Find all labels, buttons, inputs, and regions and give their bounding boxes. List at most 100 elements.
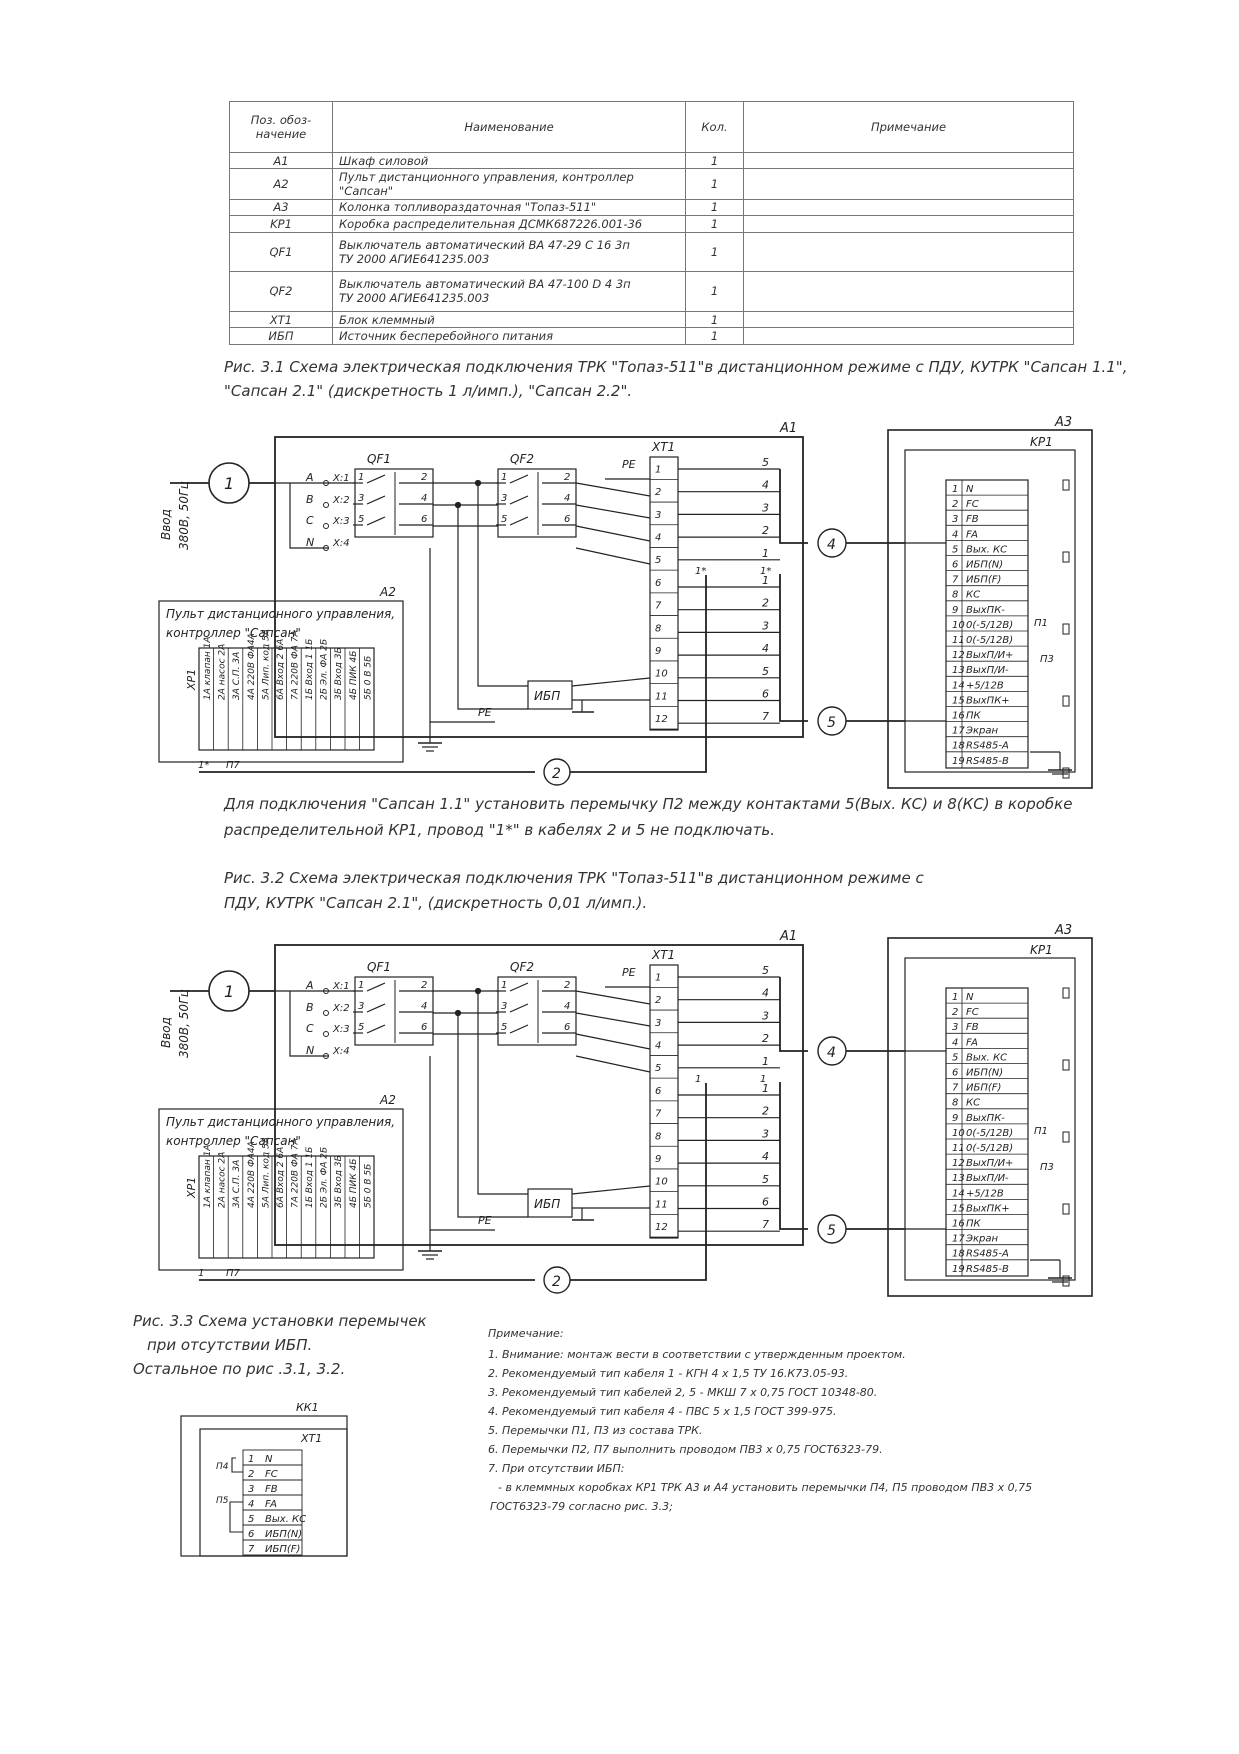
a1-label: A1 [779, 929, 797, 944]
xp1-pin-label: 4Б ПИК 4Б [349, 651, 359, 700]
qf1-pin: 3 [358, 1001, 364, 1012]
wire [779, 977, 808, 1052]
qf1-pin: 4 [421, 1001, 427, 1012]
kp1-terminal-signal: FB [966, 514, 979, 525]
spec-pos: KP1 [229, 215, 333, 233]
star-wire-label: 1* [695, 566, 706, 577]
xp1-pin-label: 4A 220В ФА4A [247, 1141, 257, 1208]
xt1-terminal-number: 6 [655, 1086, 661, 1097]
kp1-terminal-number: 11 [952, 635, 965, 646]
spec-pos: A2 [229, 168, 333, 200]
xt1-terminal-number: 1 [655, 972, 661, 983]
wire-number: 1 [762, 1082, 769, 1095]
wire [477, 991, 528, 1195]
kk1-terminal-signal: FA [265, 1499, 277, 1510]
kp1-terminal-number: 4 [952, 529, 958, 540]
kp1-terminal-number: 16 [952, 711, 965, 722]
qf2-pin: 4 [564, 1001, 570, 1012]
qf2-label: QF2 [510, 960, 534, 974]
qf1-pin: 4 [421, 493, 427, 504]
wire [429, 1056, 495, 1231]
xt1-terminal-number: 3 [655, 510, 661, 521]
terminal-label: X:2 [332, 495, 350, 506]
xt1-terminal-number: 3 [655, 1018, 661, 1029]
wire-number: 2 [762, 597, 769, 610]
kp1-terminal-number: 13 [952, 665, 965, 676]
kk1-inner [199, 1428, 348, 1557]
qf2-label: QF2 [510, 452, 534, 466]
kp1-terminal-signal: ВыхПК+ [966, 695, 1010, 706]
qf2-contact [509, 495, 529, 505]
xp1-pin-label: 5Б 0 В 5Б [363, 1164, 373, 1208]
wire-number: 5 [762, 1173, 769, 1186]
kp1-frame [904, 449, 1076, 773]
qf1-contact [366, 1024, 386, 1034]
col-qty: Кол. [685, 101, 744, 153]
note-item: 4. Рекомендуемый тип кабеля 4 - ПВС 5 х … [488, 1405, 837, 1418]
spec-pos: QF1 [229, 231, 333, 273]
kp1-terminal-signal: FC [966, 499, 979, 510]
wire [289, 483, 328, 549]
star-label: 1 [198, 1268, 204, 1279]
wire [779, 1082, 808, 1230]
cable-5-number: 5 [827, 715, 836, 731]
qf1-contact [366, 1003, 386, 1013]
kp1-terminal-signal: Экран [965, 726, 998, 737]
p3-label: П3 [1040, 654, 1054, 665]
xp1-pin-label: 5A Лип. код 5A [261, 1137, 271, 1208]
kp1-label: KP1 [1030, 943, 1053, 957]
ups-label: ИБП [534, 1197, 560, 1211]
spec-name-line-2: ТУ 2000 АГИЕ641235.003 [339, 291, 490, 306]
xt1-terminal-number: 8 [655, 623, 661, 634]
qf2-contact [509, 516, 529, 526]
p5-label: П5 [216, 1496, 229, 1506]
a3-label: A3 [1054, 923, 1072, 938]
kk1-terminal-signal: ИБП(N) [265, 1529, 302, 1540]
xp1-pin-label: 5A Лип. код 5A [261, 629, 271, 700]
kp1-terminal-number: 3 [952, 1022, 958, 1033]
a3-frame [887, 429, 1093, 789]
kk1-terminal-signal: N [265, 1454, 273, 1465]
wire-number: 6 [762, 688, 769, 701]
terminal-label: X:4 [332, 538, 350, 549]
wire-number: 4 [762, 642, 769, 655]
kp1-terminal-signal: ВыхПК+ [966, 1203, 1010, 1214]
qf2-pin: 1 [501, 472, 507, 483]
kp1-terminal-number: 5 [952, 544, 958, 555]
kp1-terminal-number: 15 [952, 1203, 965, 1214]
wire-number: 2 [762, 524, 769, 537]
qf2-pin: 3 [501, 493, 507, 504]
specification-table: Поз. обоз- начение Наименование Кол. При… [229, 101, 1074, 345]
kp1-terminal-number: 16 [952, 1219, 965, 1230]
terminal-label: X:2 [332, 1003, 350, 1014]
cable-2-number: 2 [552, 1274, 561, 1290]
spec-name-line: Блок клеммный [339, 312, 435, 327]
cable-1-number: 1 [224, 982, 234, 1001]
qf1-pin: 5 [358, 1022, 364, 1033]
xp1-pin-label: 1Б Вход 1 1Б [305, 1147, 315, 1208]
wire-number: 4 [762, 479, 769, 492]
wire-number: 4 [762, 987, 769, 1000]
xp1-pin-label: 1A клапан 1A [203, 637, 213, 700]
kk1-terminal-number: 3 [248, 1484, 254, 1495]
spec-pos: ИБП [229, 327, 333, 345]
wire [570, 575, 707, 773]
wire-number: 3 [762, 501, 769, 514]
kp1-terminal-signal: ВыхП/И+ [966, 650, 1013, 661]
terminal-label: X:4 [332, 1046, 350, 1057]
kp1-terminal-signal: Экран [965, 1234, 998, 1245]
xp1-pin-label: 3Б Вход 3Б [334, 1155, 344, 1208]
ups-box [527, 680, 573, 710]
xt1-terminal-number: 4 [655, 1040, 661, 1051]
kp1-terminal-signal: RS485-A [966, 741, 1009, 752]
wire [575, 1033, 651, 1050]
kk1-terminal-number: 1 [248, 1454, 254, 1465]
xp1-pin-label: 1A клапан 1A [203, 1145, 213, 1208]
kp1-terminal-signal: 0(-5/12В) [966, 635, 1013, 646]
qf2-contact [509, 1024, 529, 1034]
qf1-contact [366, 982, 386, 992]
kp1-terminal-number: 14 [952, 680, 965, 691]
kp1-label: KP1 [1030, 435, 1053, 449]
spec-qty: 1 [685, 168, 744, 200]
